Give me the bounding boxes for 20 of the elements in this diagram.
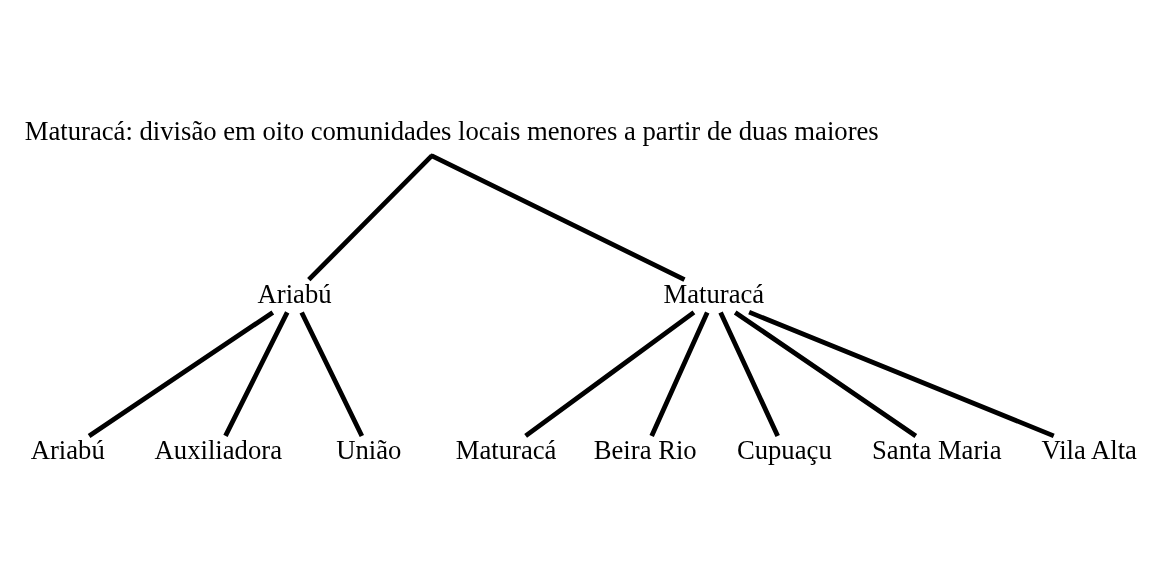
node-text: Vila Alta bbox=[1041, 434, 1137, 465]
connector bbox=[748, 309, 1055, 438]
node-text: Maturacá bbox=[455, 434, 557, 465]
node-text: Santa Maria bbox=[871, 434, 1002, 465]
node-text: Ariabú bbox=[257, 278, 332, 309]
diagram-title: Maturacá: divisão em oito comunidades locais menores a partir de duas maiores bbox=[24, 115, 879, 146]
node-text: Beira Rio bbox=[593, 434, 697, 465]
node-text: Cupuaçu bbox=[736, 434, 832, 465]
connector bbox=[524, 310, 696, 438]
connector bbox=[223, 310, 290, 437]
connector bbox=[299, 310, 364, 437]
node-text: Auxiliadora bbox=[154, 434, 283, 465]
connector bbox=[87, 309, 275, 438]
connector bbox=[649, 310, 710, 437]
node-point bbox=[430, 153, 434, 157]
connector bbox=[718, 310, 780, 437]
connector bbox=[733, 309, 918, 438]
node-text: Maturacá bbox=[663, 278, 765, 309]
node-text: União bbox=[336, 434, 402, 465]
node-text: Ariabú bbox=[30, 434, 105, 465]
